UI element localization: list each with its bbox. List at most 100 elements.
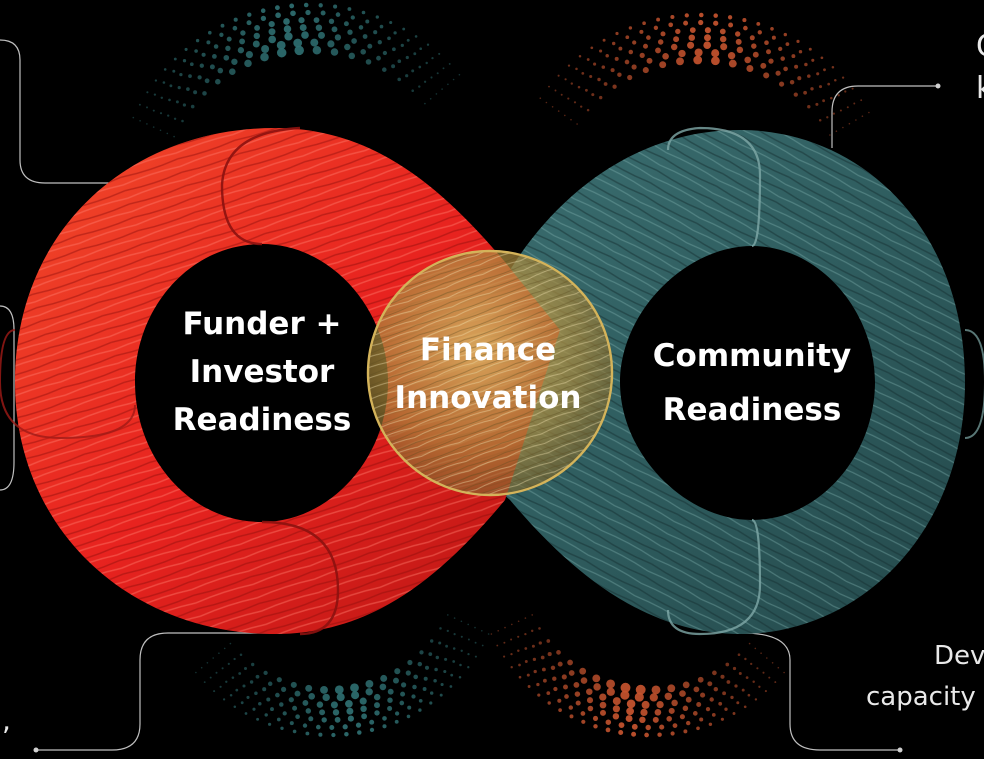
- decorative-dot: [288, 697, 294, 703]
- decorative-dot: [711, 713, 716, 717]
- decorative-dot: [199, 63, 204, 68]
- decorative-dot: [254, 25, 260, 31]
- decorative-dot: [319, 709, 326, 716]
- decorative-dot: [362, 34, 368, 39]
- decorative-dot: [394, 668, 401, 675]
- decorative-dot: [646, 57, 653, 64]
- decorative-dot: [742, 18, 747, 23]
- decorative-dot: [573, 101, 577, 104]
- decorative-dot: [260, 8, 266, 13]
- decorative-dot: [249, 680, 254, 684]
- decorative-dot: [453, 633, 456, 636]
- decorative-dot: [146, 106, 148, 109]
- decorative-dot: [460, 635, 463, 638]
- decorative-dot: [447, 83, 449, 86]
- decorative-dot: [310, 38, 319, 47]
- decorative-dot: [642, 21, 646, 26]
- decorative-dot: [855, 119, 857, 121]
- decorative-dot: [220, 23, 225, 28]
- decorative-dot: [279, 702, 284, 707]
- decorative-dot: [289, 721, 294, 726]
- decorative-dot: [804, 62, 808, 67]
- decorative-dot: [481, 630, 483, 632]
- decorative-dot: [624, 59, 630, 65]
- decorative-dot: [685, 720, 691, 726]
- decorative-dot: [351, 38, 357, 44]
- decorative-dot: [770, 26, 774, 31]
- decorative-dot: [298, 17, 305, 24]
- decorative-dot: [350, 683, 359, 693]
- decorative-dot: [359, 697, 367, 705]
- decorative-dot: [651, 685, 661, 695]
- decorative-dot: [452, 660, 456, 663]
- decorative-dot: [634, 692, 644, 702]
- decorative-dot: [217, 67, 224, 74]
- decorative-dot: [301, 31, 309, 39]
- decorative-dot: [380, 674, 388, 682]
- decorative-dot: [606, 687, 615, 696]
- decorative-dot: [711, 49, 720, 58]
- decorative-dot: [708, 722, 713, 727]
- decorative-dot: [692, 711, 698, 716]
- decorative-dot: [379, 24, 384, 29]
- decorative-dot: [764, 690, 767, 693]
- decorative-dot: [197, 75, 202, 80]
- decorative-dot: [682, 681, 690, 689]
- decorative-dot: [548, 85, 550, 88]
- decorative-dot: [406, 38, 410, 42]
- decorative-dot: [292, 705, 298, 711]
- decorative-dot: [267, 681, 273, 687]
- decorative-dot: [557, 74, 560, 77]
- decorative-dot: [807, 105, 811, 109]
- decorative-dot: [639, 52, 645, 59]
- decorative-dot: [343, 21, 349, 27]
- decorative-dot: [698, 19, 704, 26]
- decorative-dot: [264, 713, 268, 717]
- decorative-dot: [728, 59, 737, 68]
- decorative-dot: [517, 649, 520, 653]
- decorative-dot: [258, 702, 262, 706]
- decorative-dot: [766, 49, 771, 55]
- decorative-dot: [334, 716, 341, 723]
- decorative-dot: [538, 641, 542, 645]
- callout-line-top-left: [0, 39, 112, 184]
- decorative-dot: [281, 686, 287, 693]
- decorative-dot: [618, 730, 624, 735]
- decorative-dot: [229, 642, 232, 645]
- decorative-dot: [818, 85, 823, 89]
- decorative-dot: [438, 52, 441, 55]
- decorative-dot: [222, 698, 226, 701]
- decorative-dot: [835, 130, 838, 132]
- decorative-dot: [754, 647, 757, 650]
- decorative-dot: [743, 25, 748, 31]
- decorative-dot: [756, 667, 759, 670]
- decorative-dot: [510, 652, 513, 656]
- decorative-dot: [233, 17, 238, 22]
- decorative-dot: [581, 72, 585, 75]
- decorative-dot: [831, 66, 835, 69]
- decorative-dot: [215, 671, 218, 674]
- decorative-dot: [474, 626, 476, 629]
- decorative-dot: [374, 702, 380, 709]
- decorative-dot: [414, 35, 418, 38]
- decorative-dot: [411, 89, 414, 92]
- decorative-dot: [365, 688, 373, 696]
- decorative-dot: [344, 43, 351, 51]
- decorative-dot: [725, 662, 730, 667]
- decorative-dot: [332, 709, 340, 716]
- decorative-dot: [747, 693, 751, 697]
- decorative-dot: [206, 662, 209, 664]
- decorative-dot: [547, 652, 552, 657]
- decorative-dot: [791, 54, 796, 59]
- decorative-dot: [659, 61, 667, 69]
- decorative-dot: [417, 661, 423, 667]
- decorative-dot: [592, 715, 599, 721]
- callout-line-bottom-left: [36, 632, 282, 751]
- decorative-dot: [283, 25, 292, 33]
- decorative-dot: [373, 30, 378, 35]
- decorative-dot: [570, 118, 572, 121]
- decorative-dot: [342, 724, 348, 730]
- decorative-dot: [612, 705, 621, 713]
- decorative-dot: [189, 62, 194, 67]
